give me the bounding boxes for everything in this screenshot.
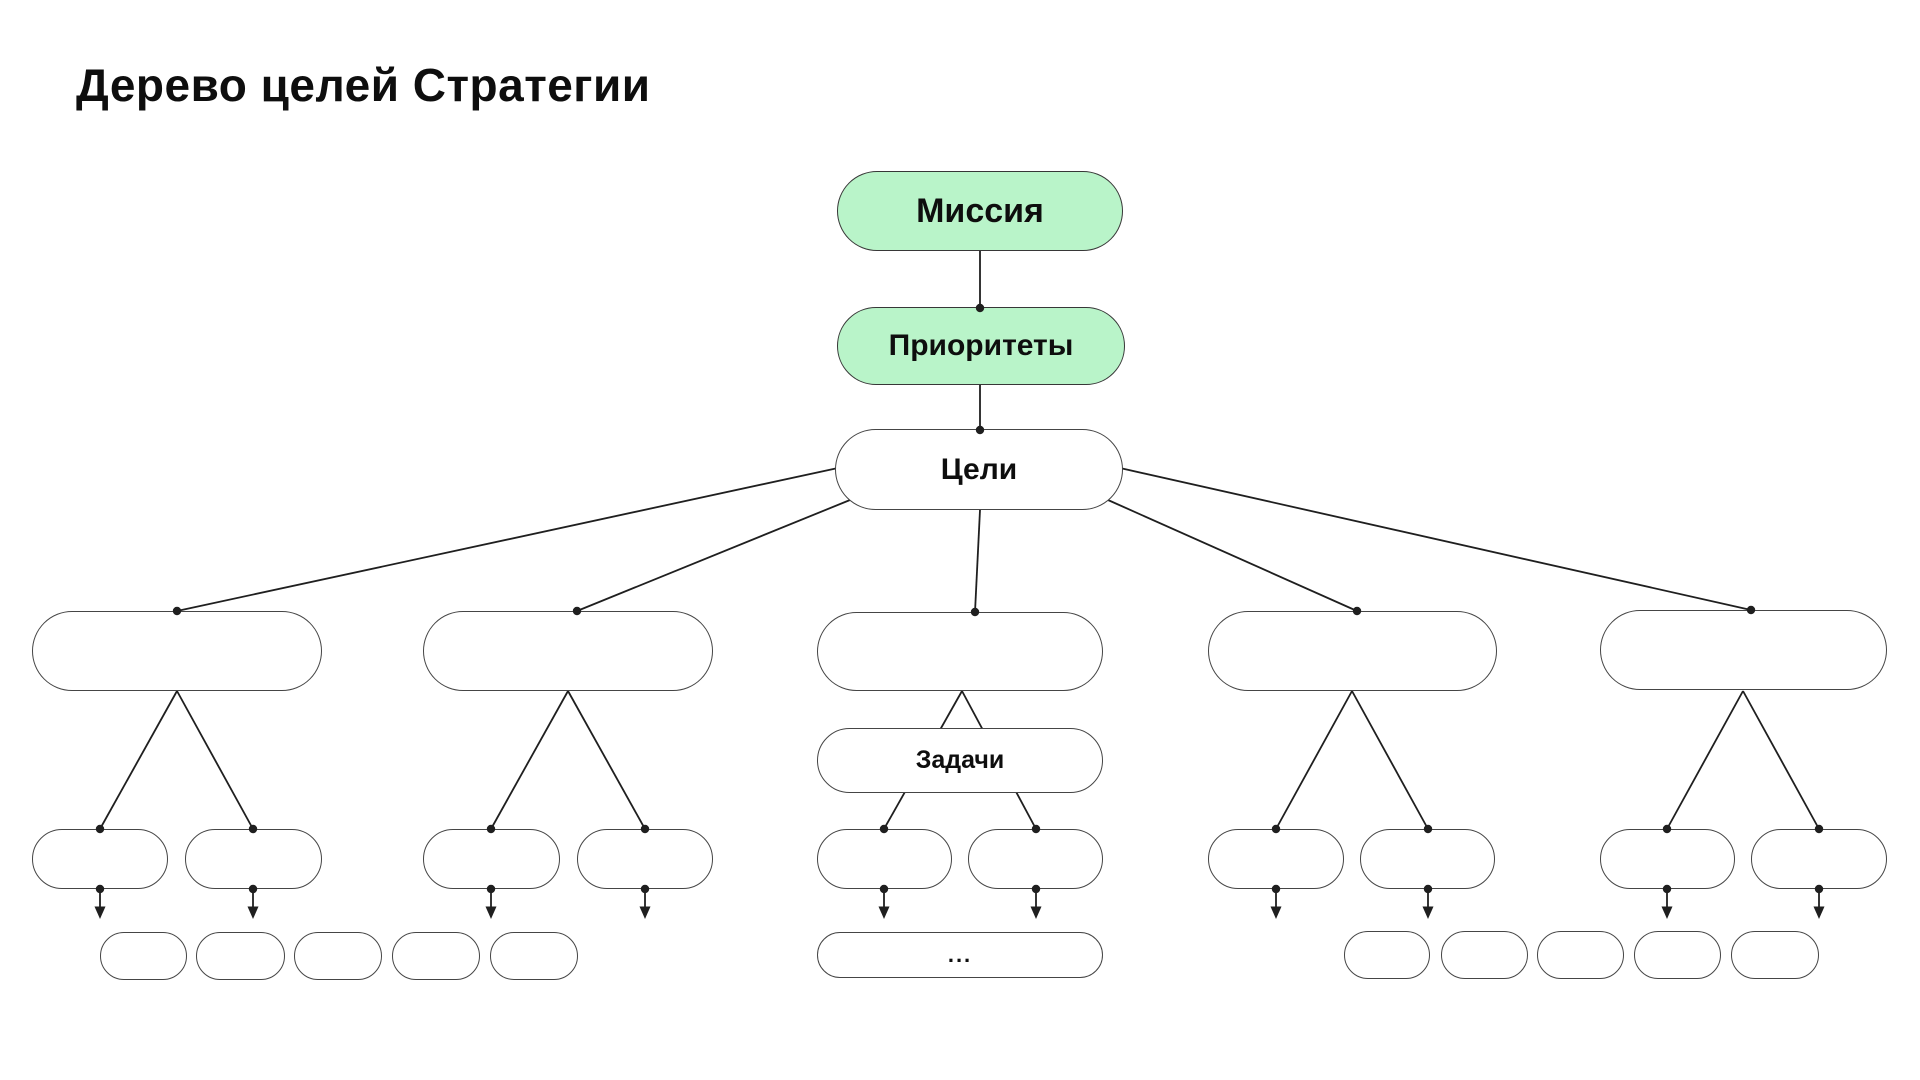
node-ellipsis[interactable]: ... <box>817 932 1103 978</box>
leaf-pill-left-4[interactable] <box>392 932 480 980</box>
leaf-pill-right-1[interactable] <box>1344 931 1430 979</box>
leaf-pill-left-1[interactable] <box>100 932 187 980</box>
node-subgoal-2-1[interactable] <box>423 829 560 889</box>
leaf-pill-right-4[interactable] <box>1634 931 1721 979</box>
leaf-pill-left-2[interactable] <box>196 932 285 980</box>
leaf-pill-right-3[interactable] <box>1537 931 1624 979</box>
leaf-pill-right-5[interactable] <box>1731 931 1819 979</box>
node-subgoal-2-2[interactable] <box>577 829 713 889</box>
branch-5-connectors <box>1661 690 1825 919</box>
page-title[interactable]: Дерево целей Стратегии <box>76 59 651 111</box>
node-subgoal-4-1[interactable] <box>1208 829 1344 889</box>
node-subgoal-1-1[interactable] <box>32 829 168 889</box>
node-subgoal-4-2[interactable] <box>1360 829 1495 889</box>
branch-2-connectors <box>485 690 651 919</box>
node-goals[interactable]: Цели <box>835 429 1123 510</box>
branch-4-connectors <box>1270 690 1434 919</box>
node-subgoal-3-1[interactable] <box>817 829 952 889</box>
node-subgoal-5-2[interactable] <box>1751 829 1887 889</box>
node-subgoal-5-1[interactable] <box>1600 829 1735 889</box>
node-goal-4[interactable] <box>1208 611 1497 691</box>
node-goal-1[interactable] <box>32 611 322 691</box>
leaf-pill-left-5[interactable] <box>490 932 578 980</box>
node-priorities[interactable]: Приоритеты <box>837 307 1125 385</box>
node-subgoal-1-2[interactable] <box>185 829 322 889</box>
node-subgoal-3-2[interactable] <box>968 829 1103 889</box>
goals-fan-connectors <box>176 467 1752 613</box>
node-goal-3[interactable] <box>817 612 1103 691</box>
leaf-pill-right-2[interactable] <box>1441 931 1528 979</box>
node-goal-5[interactable] <box>1600 610 1887 690</box>
leaf-pill-left-3[interactable] <box>294 932 382 980</box>
node-mission[interactable]: Миссия <box>837 171 1123 251</box>
node-tasks[interactable]: Задачи <box>817 728 1103 793</box>
node-goal-2[interactable] <box>423 611 713 691</box>
